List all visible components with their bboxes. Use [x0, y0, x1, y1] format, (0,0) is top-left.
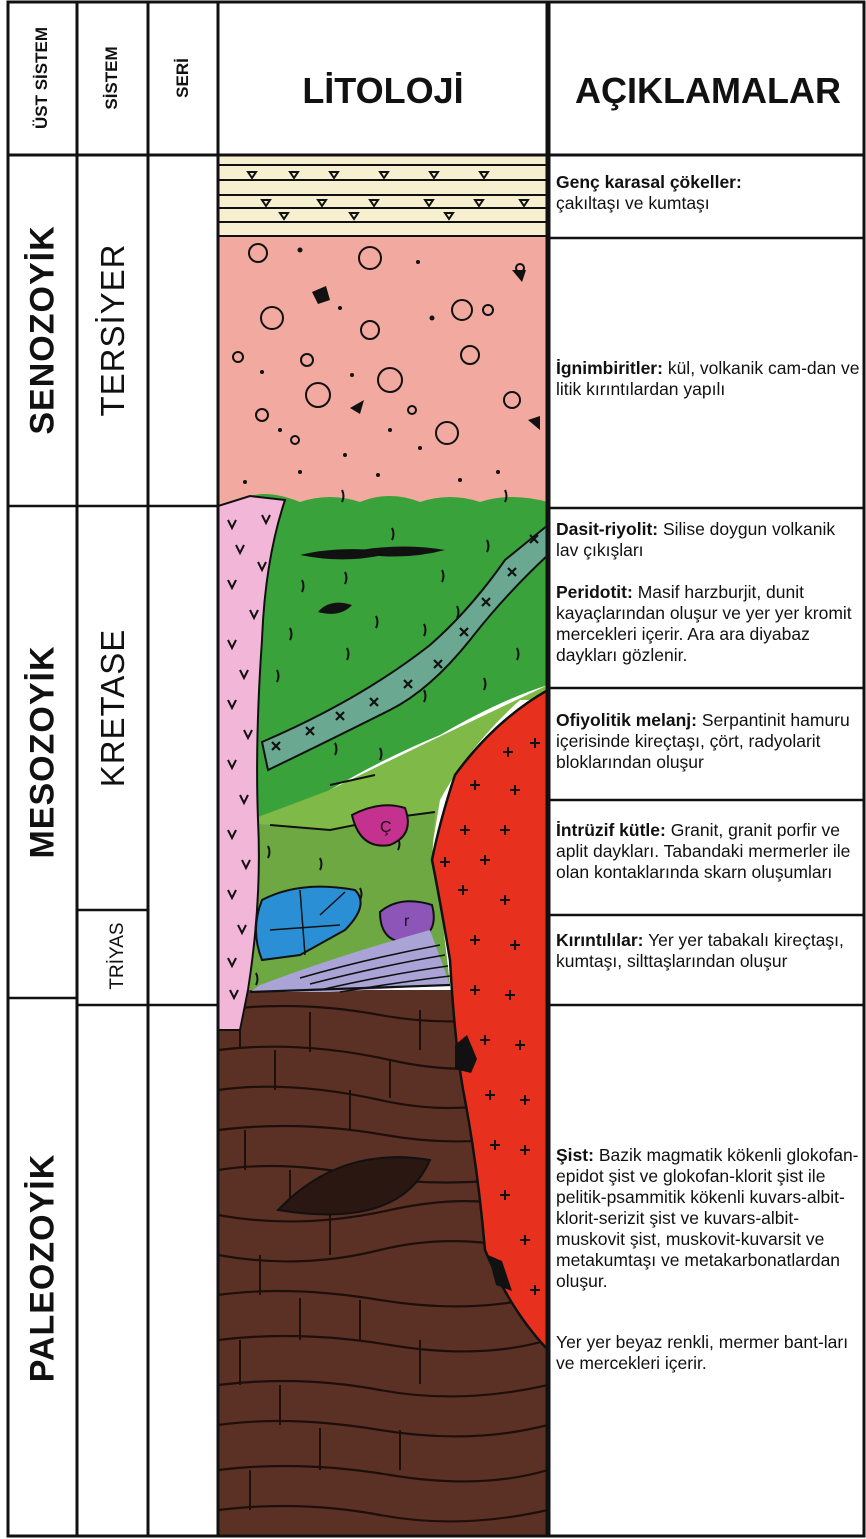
desc-kirintililar: Kırıntılılar: Yer yer tabakalı kireçtaşı… [556, 930, 862, 972]
desc-melanj: Ofiyolitik melanj: Serpantinit hamuru iç… [556, 710, 862, 773]
era-mesozoyik: MESOZOYİK [24, 645, 63, 858]
desc-title: Genç karasal çökeller: [556, 172, 742, 192]
desc-title: Şist: [556, 1145, 594, 1165]
system-triyas: TRİYAS [107, 922, 129, 989]
header-aciklamalar: AÇIKLAMALAR [553, 70, 863, 112]
desc-title: İntrüzif kütle: [556, 820, 666, 840]
desc-title: İgnimbiritler: [556, 358, 663, 378]
header-sistem: SİSTEM [102, 46, 122, 109]
desc-mermer-bant: Yer yer beyaz renkli, mermer bant-ları v… [556, 1332, 862, 1374]
desc-text: Yer yer beyaz renkli, mermer bant-ları v… [556, 1332, 848, 1373]
desc-dasit: Dasit-riyolit: Silise doygun volkanik la… [556, 519, 862, 561]
desc-sist: Şist: Bazik magmatik kökenli glokofan-ep… [556, 1145, 862, 1292]
era-senozoyik: SENOZOYİK [24, 225, 63, 434]
lithology-column: Ç r [218, 155, 548, 1539]
desc-genc-karasal: Genç karasal çökeller: çakıltaşı ve kumt… [556, 172, 862, 214]
header-ust-sistem: ÜST SİSTEM [32, 27, 52, 129]
desc-title: Peridotit: [556, 582, 633, 602]
desc-text: Bazik magmatik kökenli glokofan-epidot ş… [556, 1145, 859, 1291]
header-litoloji: LİTOLOJİ [218, 70, 548, 112]
desc-peridotit: Peridotit: Masif harzburjit, dunit kayaç… [556, 582, 862, 666]
radyolarit-label: r [404, 913, 410, 930]
desc-title: Kırıntılılar: [556, 930, 644, 950]
system-tersiyer: TERSİYER [94, 243, 132, 416]
desc-title: Dasit-riyolit: [556, 519, 658, 539]
era-paleozoyik: PALEOZOYİK [24, 1154, 63, 1383]
header-seri: SERİ [173, 58, 193, 98]
desc-intruzif: İntrüzif kütle: Granit, granit porfir ve… [556, 820, 862, 883]
desc-text: çakıltaşı ve kumtaşı [556, 193, 710, 213]
desc-ignimbirit: İgnimbiritler: kül, volkanik cam-dan ve … [556, 358, 862, 400]
system-kretase: KRETASE [94, 629, 132, 788]
cort-label: Ç [380, 819, 392, 836]
desc-title: Ofiyolitik melanj: [556, 710, 697, 730]
